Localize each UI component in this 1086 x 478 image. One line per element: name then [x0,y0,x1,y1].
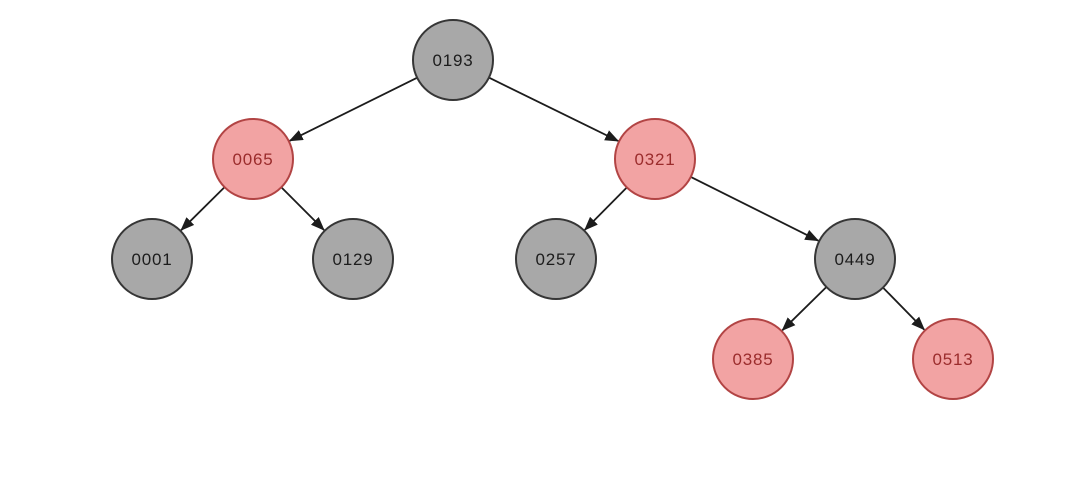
tree-node-0385[interactable]: 0385 [712,318,794,400]
node-circle-0129 [312,218,394,300]
tree-node-0513[interactable]: 0513 [912,318,994,400]
edge-0065-to-0129 [280,186,325,231]
tree-node-0129[interactable]: 0129 [312,218,394,300]
node-circle-0065 [212,118,294,200]
tree-node-0321[interactable]: 0321 [614,118,696,200]
tree-node-0257[interactable]: 0257 [515,218,597,300]
edges-layer [180,76,926,332]
node-circle-0449 [814,218,896,300]
tree-node-0193[interactable]: 0193 [412,19,494,101]
edge-0321-to-0449 [690,176,820,242]
tree-node-0001[interactable]: 0001 [111,218,193,300]
tree-node-0065[interactable]: 0065 [212,118,294,200]
edge-0321-to-0257 [584,186,628,231]
node-circle-0193 [412,19,494,101]
edge-0193-to-0065 [288,76,418,142]
edge-0065-to-0001 [180,186,226,231]
edge-0193-to-0321 [488,76,620,142]
node-circle-0513 [912,318,994,400]
node-circle-0385 [712,318,794,400]
node-circle-0001 [111,218,193,300]
edge-0449-to-0513 [882,286,926,331]
edge-0449-to-0385 [781,286,828,332]
node-circle-0257 [515,218,597,300]
tree-node-0449[interactable]: 0449 [814,218,896,300]
node-circle-0321 [614,118,696,200]
